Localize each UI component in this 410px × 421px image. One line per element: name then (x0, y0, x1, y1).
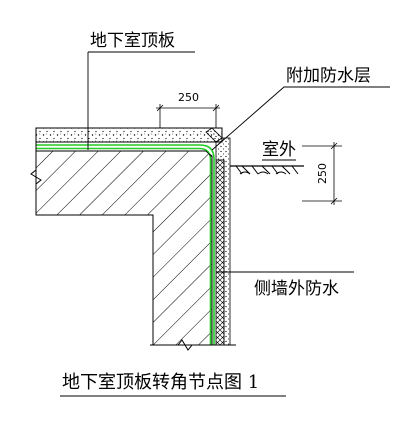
waterproof-divider (36, 150, 213, 345)
bottom-break-line (150, 339, 236, 351)
side-dimension-label: 250 (316, 163, 329, 184)
roof-slab-label: 地下室顶板 (90, 31, 175, 51)
side-dimension (302, 142, 342, 205)
waterproof-layer-inner (36, 147, 212, 345)
outdoor-label: 室外 (262, 140, 296, 160)
side-insulation-board (215, 159, 225, 346)
corner-chamfer (205, 127, 223, 143)
top-protective-layer (35, 127, 223, 143)
figure-caption: 地下室顶板转角节点图 1 (62, 372, 259, 393)
concrete-slab-wall (35, 150, 213, 346)
break-line (30, 128, 42, 215)
additional-waterproof-label: 附加防水层 (286, 66, 371, 86)
top-dimension (156, 104, 220, 128)
soil-symbol (235, 165, 299, 175)
leader-lines (87, 51, 390, 273)
waterproof-layer-outer (36, 144, 215, 345)
side-wall-waterproof-label: 侧墙外防水 (254, 279, 339, 299)
side-protective-layer (215, 137, 231, 346)
top-dimension-label: 250 (178, 91, 199, 104)
